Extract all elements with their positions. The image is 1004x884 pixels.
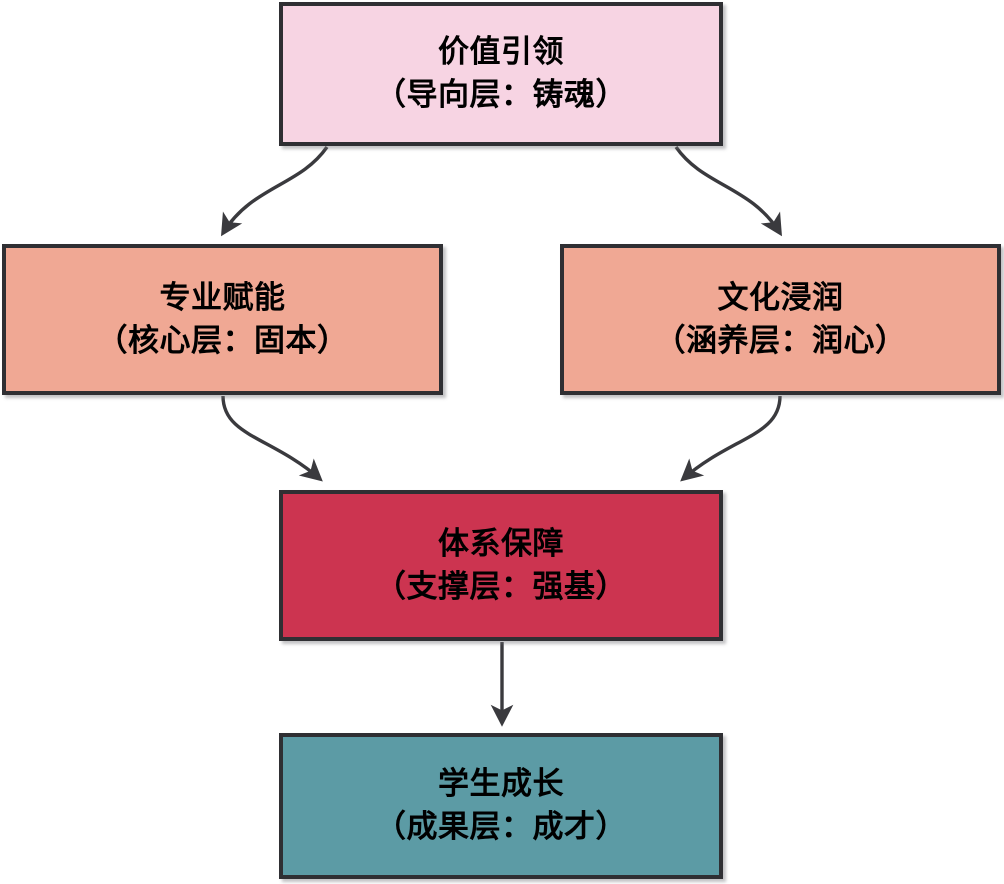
edge-value-to-culture — [674, 146, 782, 237]
node-system-guarantee-subtitle: （支撑层：强基） — [375, 568, 627, 605]
node-professional-empowerment[interactable]: 专业赋能 （核心层：固本） — [2, 244, 443, 395]
node-value-leadership-subtitle: （导向层：铸魂） — [375, 77, 627, 113]
node-system-guarantee-title: 体系保障 — [438, 525, 564, 562]
node-student-growth-title: 学生成长 — [438, 766, 564, 803]
node-cultural-immersion-title: 文化浸润 — [717, 279, 844, 316]
node-student-growth-subtitle: （成果层：成才） — [375, 809, 627, 845]
node-system-guarantee[interactable]: 体系保障 （支撑层：强基） — [279, 490, 723, 641]
node-professional-empowerment-title: 专业赋能 — [159, 279, 286, 316]
node-cultural-immersion-subtitle: （涵养层：润心） — [654, 322, 907, 359]
node-cultural-immersion[interactable]: 文化浸润 （涵养层：润心） — [560, 244, 1001, 395]
edge-profession-to-system — [221, 395, 323, 482]
node-professional-empowerment-subtitle: （核心层：固本） — [96, 322, 349, 359]
node-value-leadership[interactable]: 价值引领 （导向层：铸魂） — [279, 2, 723, 146]
node-value-leadership-title: 价值引领 — [438, 34, 564, 71]
edge-culture-to-system — [680, 395, 782, 482]
node-student-growth[interactable]: 学生成长 （成果层：成才） — [279, 733, 723, 879]
edge-value-to-profession — [221, 146, 329, 237]
